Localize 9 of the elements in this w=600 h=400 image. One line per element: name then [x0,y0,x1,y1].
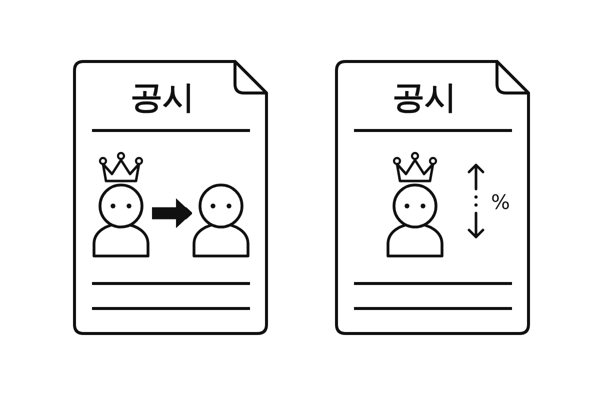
document-title: 공시 [392,80,457,114]
document-title: 공시 [130,80,195,114]
percent-label: % [491,191,510,213]
person-icon [192,182,252,260]
document-page [73,60,268,335]
crowned-person-icon [386,150,446,260]
arrow [152,198,192,228]
crowned-person-icon [92,150,152,260]
document-page [335,60,530,335]
